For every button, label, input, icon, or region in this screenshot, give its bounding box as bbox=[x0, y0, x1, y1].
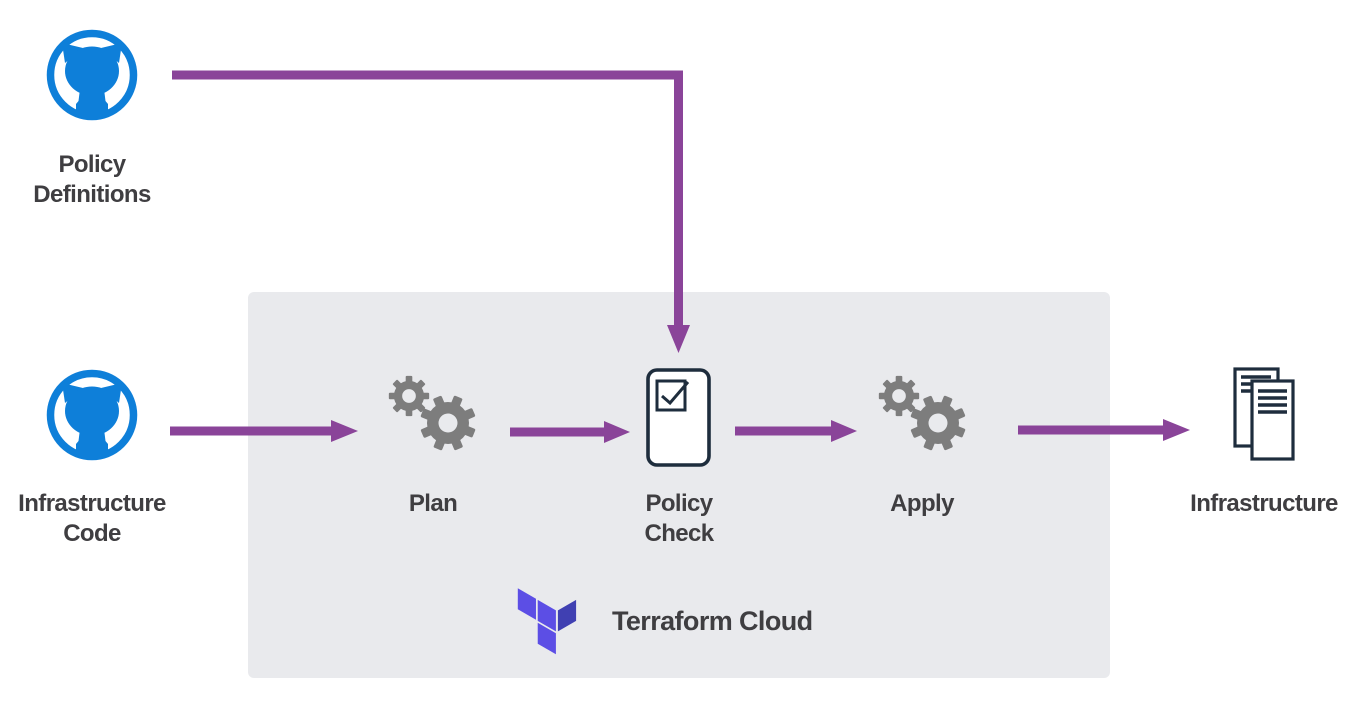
policy-check-label: Policy Check bbox=[609, 489, 749, 549]
checkbox-document-icon bbox=[646, 368, 711, 467]
infrastructure-code-label-line2: Code bbox=[63, 520, 121, 547]
documents-icon bbox=[1233, 367, 1295, 461]
apply-label: Apply bbox=[890, 490, 954, 517]
terraform-cloud-panel bbox=[248, 292, 1110, 678]
terraform-logo-icon bbox=[517, 588, 577, 655]
arrow-plan-to-policy-check bbox=[510, 421, 630, 443]
infrastructure-code-label-line1: Infrastructure bbox=[18, 490, 166, 517]
policy-check-label-line2: Check bbox=[644, 520, 714, 547]
terraform-cloud-label: Terraform Cloud bbox=[612, 606, 813, 636]
policy-definitions-label-line1: Policy bbox=[58, 151, 126, 178]
plan-label: Plan bbox=[408, 490, 458, 517]
infrastructure-code-label: Infrastructure Code bbox=[0, 489, 192, 549]
arrow-infrastructure-code-to-plan bbox=[170, 420, 358, 442]
arrow-apply-to-infrastructure bbox=[1018, 419, 1190, 441]
arrow-policy-check-to-apply bbox=[735, 420, 857, 442]
policy-definitions-label: Policy Definitions bbox=[0, 150, 192, 210]
arrow-policy-definitions-to-policy-check bbox=[172, 70, 690, 353]
infrastructure-label: Infrastructure bbox=[1190, 490, 1338, 517]
policy-check-label-line1: Policy bbox=[645, 490, 713, 517]
policy-definitions-label-line2: Definitions bbox=[33, 181, 151, 208]
